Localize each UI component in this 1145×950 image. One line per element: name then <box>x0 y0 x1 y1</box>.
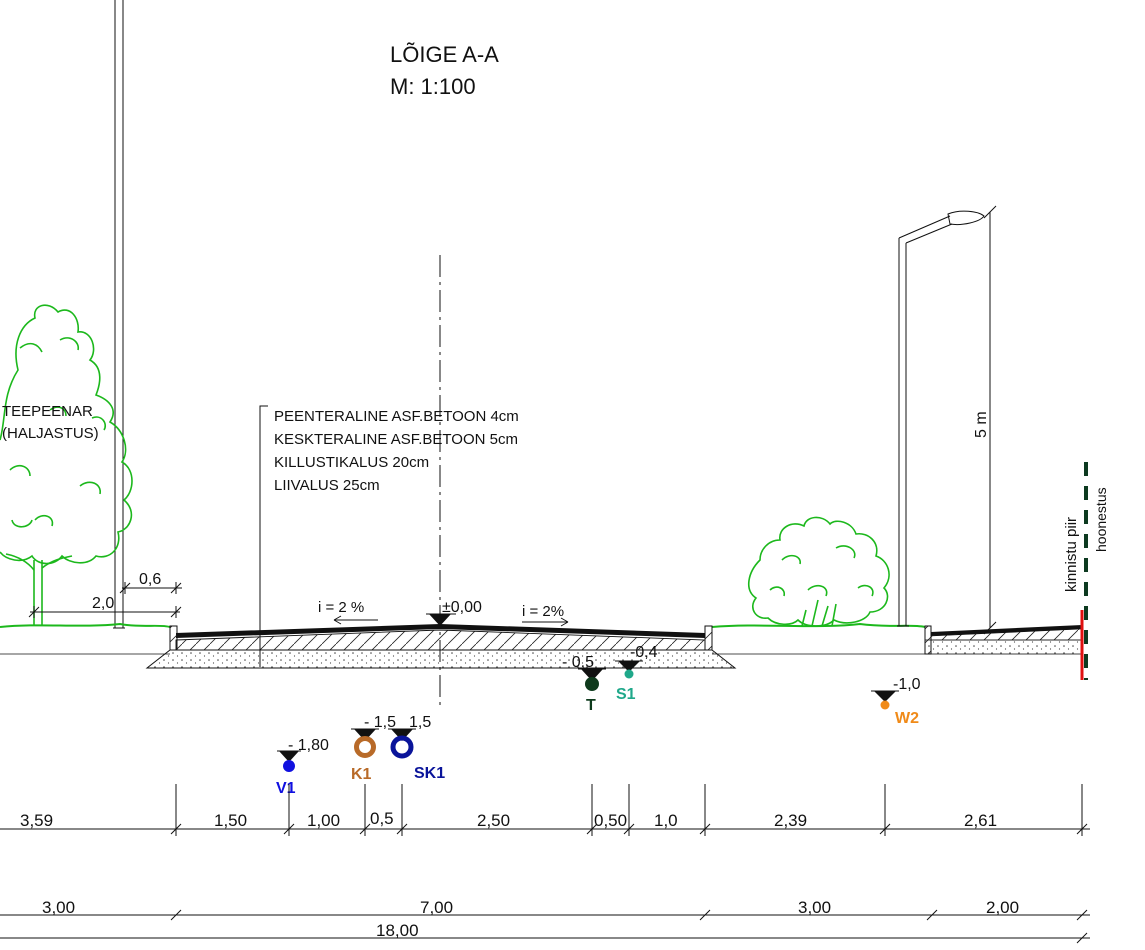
lamp-post-right <box>897 210 985 627</box>
verge-label-line1: TEEPEENAR <box>2 403 93 420</box>
dim1-3-59: 3,59 <box>20 811 53 830</box>
layer-line-2: KESKTERALINE ASF.BETOON 5cm <box>274 431 518 448</box>
utility-sk1: 1,5 SK1 <box>388 714 445 782</box>
property-line <box>1080 462 1088 680</box>
dimension-total <box>0 932 1090 944</box>
zero-level-label: ±0,00 <box>442 599 482 616</box>
s1-depth: -0,4 <box>630 644 658 661</box>
offset-label: 0,6 <box>139 571 161 588</box>
dim2-3-00-right: 3,00 <box>798 898 831 917</box>
section-title: LÕIGE A-A <box>390 42 499 67</box>
dim1-1-00: 1,00 <box>307 811 340 830</box>
s1-code: S1 <box>616 686 636 703</box>
luminaire-icon <box>947 210 985 225</box>
building-line-label: hoonestus <box>1093 487 1109 552</box>
dim-total-label: 18,00 <box>376 921 419 940</box>
dim1-2-61: 2,61 <box>964 811 997 830</box>
dim1-2-50: 2,50 <box>477 811 510 830</box>
layer-line-1: PEENTERALINE ASF.BETOON 4cm <box>274 408 519 425</box>
layer-leader <box>259 405 268 667</box>
lamp-height-dimension <box>983 205 997 635</box>
road-structure <box>145 624 1083 669</box>
k1-pipe-icon <box>354 736 376 758</box>
w2-depth: -1,0 <box>893 676 921 693</box>
sk1-depth: 1,5 <box>409 714 431 731</box>
dim1-1-0: 1,0 <box>654 811 678 830</box>
lamp-height-label: 5 m <box>973 411 990 438</box>
utility-k1: - 1,5 K1 <box>351 714 396 783</box>
verge-width-label: 2,0 <box>92 595 114 612</box>
slope-left-label: i = 2 % <box>318 599 364 616</box>
t-code: T <box>586 697 596 714</box>
dim2-2-00: 2,00 <box>986 898 1019 917</box>
property-line-label: kinnistu piir <box>1063 517 1080 592</box>
dim1-2-39: 2,39 <box>774 811 807 830</box>
layer-line-3: KILLUSTIKALUS 20cm <box>274 454 429 471</box>
sk1-pipe-icon <box>390 735 414 759</box>
dimension-row-1 <box>0 784 1090 836</box>
v1-depth: - 1,80 <box>288 737 329 754</box>
slope-left-arrow <box>333 615 378 625</box>
dim1-1-50: 1,50 <box>214 811 247 830</box>
dim1-0-50: 0,50 <box>594 811 627 830</box>
sk1-code: SK1 <box>414 765 445 782</box>
utility-t: - 0,5 T <box>562 654 606 714</box>
v1-pipe-icon <box>283 760 295 772</box>
s1-cable-icon <box>624 669 634 679</box>
dim2-3-00-left: 3,00 <box>42 898 75 917</box>
w2-code: W2 <box>895 710 919 727</box>
dim1-0-5: 0,5 <box>370 809 394 828</box>
lamp-post-left <box>113 0 125 629</box>
dim2-7-00: 7,00 <box>420 898 453 917</box>
slope-right-label: i = 2% <box>522 603 564 620</box>
shrub-right-icon <box>748 516 890 627</box>
t-depth: - 0,5 <box>562 654 594 671</box>
utility-v1: - 1,80 V1 <box>276 737 329 797</box>
tree-left-icon <box>0 304 133 626</box>
dimension-row-2 <box>0 909 1090 921</box>
v1-code: V1 <box>276 780 296 797</box>
scale-label: M: 1:100 <box>390 74 476 99</box>
verge-label-line2: (HALJASTUS) <box>2 425 99 442</box>
layer-line-4: LIIVALUS 25cm <box>274 477 380 494</box>
verge-dimensions <box>28 582 182 618</box>
k1-depth: - 1,5 <box>364 714 396 731</box>
k1-code: K1 <box>351 766 372 783</box>
t-cable-icon <box>585 677 599 691</box>
utility-s1: -0,4 S1 <box>615 644 658 703</box>
utility-w2: -1,0 W2 <box>871 676 921 727</box>
w2-pipe-icon <box>880 700 890 710</box>
slope-right-arrow <box>522 617 569 627</box>
zero-level-marker-icon <box>429 614 451 626</box>
